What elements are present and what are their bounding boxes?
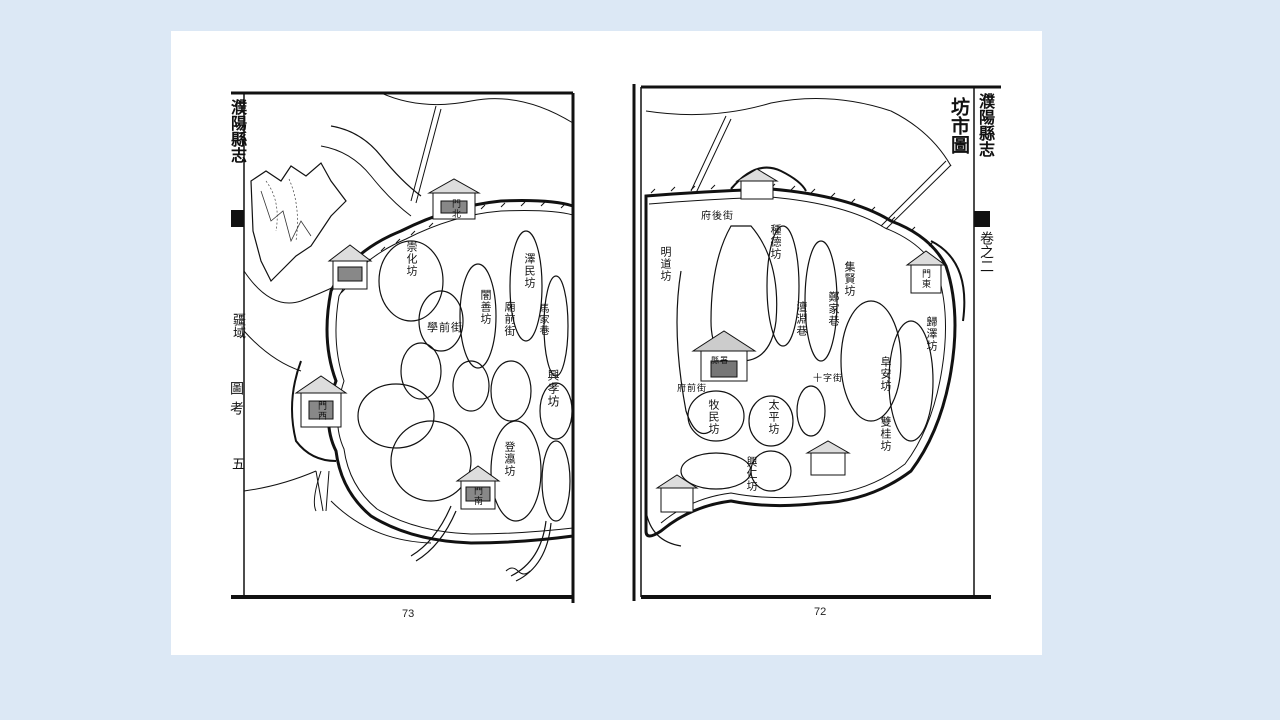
right-page-number: 72 bbox=[814, 606, 827, 618]
left-margin-title: 濮陽縣志 bbox=[228, 99, 247, 163]
ward-label: 廟前街 bbox=[503, 301, 516, 337]
left-margin-subsection: 圖考 bbox=[228, 381, 244, 421]
ward-label: 澤民坊 bbox=[523, 253, 536, 289]
ward-label: 集賢坊 bbox=[843, 261, 856, 297]
left-margin-section: 疆域 bbox=[230, 313, 245, 339]
ward-label: 太平坊 bbox=[767, 399, 780, 435]
building-label: 縣署 bbox=[711, 356, 729, 365]
right-margin-volume: 卷之二 bbox=[978, 231, 994, 273]
left-page-map bbox=[231, 91, 575, 603]
gate-label: 門東 bbox=[920, 269, 930, 289]
ward-label: 澶淵巷 bbox=[795, 301, 808, 337]
ward-label: 雙桂坊 bbox=[879, 416, 892, 452]
gate-label: 門西 bbox=[316, 401, 326, 421]
ward-label: 興仁坊 bbox=[745, 456, 758, 492]
ward-label: 鄭家巷 bbox=[827, 291, 840, 327]
ward-label: 闇善坊 bbox=[479, 289, 492, 325]
right-margin-title: 濮陽縣志 bbox=[976, 93, 995, 157]
right-map-title: 坊市圖 bbox=[948, 97, 970, 154]
ward-label: 十字街 bbox=[813, 374, 844, 384]
ward-label: 學前街 bbox=[427, 321, 463, 334]
ward-label: 登瀛坊 bbox=[503, 441, 516, 477]
ward-label: 府前街 bbox=[677, 384, 708, 394]
ward-label: 明道坊 bbox=[659, 246, 672, 282]
ward-label: 馬家巷 bbox=[537, 303, 548, 336]
left-page-number: 73 bbox=[402, 608, 415, 620]
gate-label: 門南 bbox=[472, 486, 482, 506]
ward-label: 崇化坊 bbox=[405, 241, 418, 277]
ward-label: 興孝坊 bbox=[546, 369, 560, 408]
ward-label: 歸澤坊 bbox=[925, 316, 938, 352]
ward-label: 牧民坊 bbox=[707, 399, 720, 435]
scanned-book-spread: 濮陽縣志 疆域 圖考 五 崇化坊 澤民坊 闇善坊 廟前街 馬家巷 學前街 興孝坊… bbox=[171, 31, 1042, 655]
left-margin-folio: 五 bbox=[229, 457, 244, 470]
ward-label: 府後街 bbox=[701, 211, 734, 222]
ward-label: 種德坊 bbox=[769, 224, 782, 260]
gate-label: 門北 bbox=[450, 199, 460, 219]
ward-label: 阜安坊 bbox=[879, 356, 892, 392]
